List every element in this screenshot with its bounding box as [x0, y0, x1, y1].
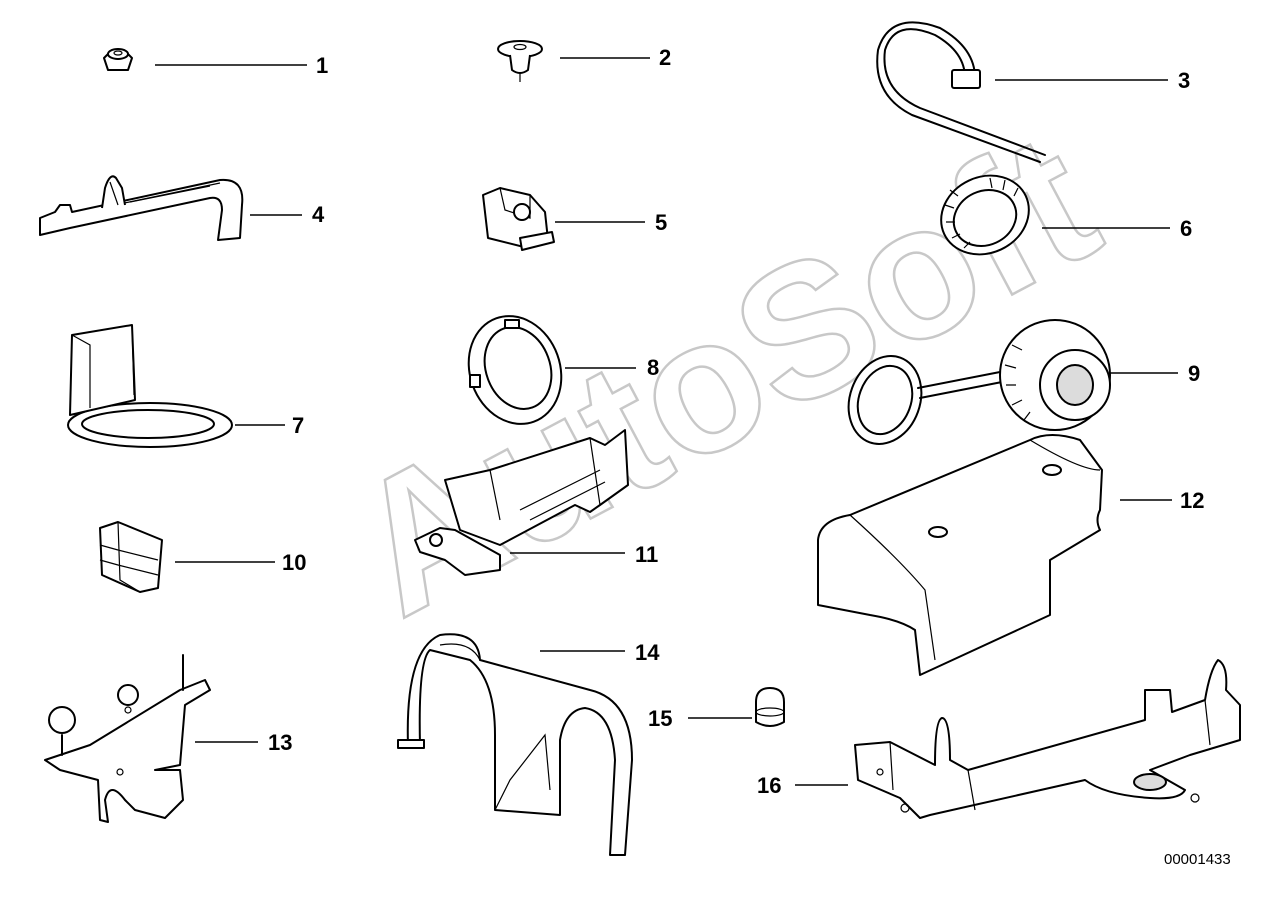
part-1-hex-nut: [103, 48, 133, 71]
part-11-holder-bracket: [414, 429, 629, 576]
part-4-cable-strap: [39, 175, 244, 241]
callout-11: 11: [635, 542, 658, 567]
part-14-u-bracket: [397, 633, 633, 856]
callout-13: 13: [268, 730, 292, 755]
callout-5: 5: [655, 210, 667, 235]
callout-1: 1: [316, 53, 328, 78]
part-7-ring-holder: [67, 324, 233, 448]
callout-6: 6: [1180, 216, 1192, 241]
callout-3: 3: [1178, 68, 1190, 93]
callout-10: 10: [282, 550, 306, 575]
callout-4: 4: [312, 202, 325, 227]
callout-8: 8: [647, 355, 659, 380]
part-5-double-clip: [482, 187, 555, 251]
document-number: 00001433: [1164, 851, 1231, 868]
callout-9: 9: [1188, 361, 1200, 386]
callout-12: 12: [1180, 488, 1204, 513]
part-8-grommet: [467, 315, 563, 425]
part-13-metal-bracket: [44, 654, 211, 823]
part-15-cap-nut: [755, 687, 785, 727]
part-2-push-clip: [497, 40, 543, 82]
callout-14: 14: [635, 640, 660, 665]
callout-15: 15: [648, 706, 672, 731]
part-16-mounting-rail: [854, 659, 1241, 819]
part-9-plug-connector: [847, 319, 1111, 445]
part-12-cover: [817, 434, 1103, 676]
callout-7: 7: [292, 413, 304, 438]
callout-16: 16: [757, 773, 781, 798]
part-6-ribbed-grommet: [940, 174, 1030, 256]
part-10-rubber-block: [99, 521, 163, 593]
callout-2: 2: [659, 45, 671, 70]
part-3-cable-tie: [876, 21, 1046, 163]
